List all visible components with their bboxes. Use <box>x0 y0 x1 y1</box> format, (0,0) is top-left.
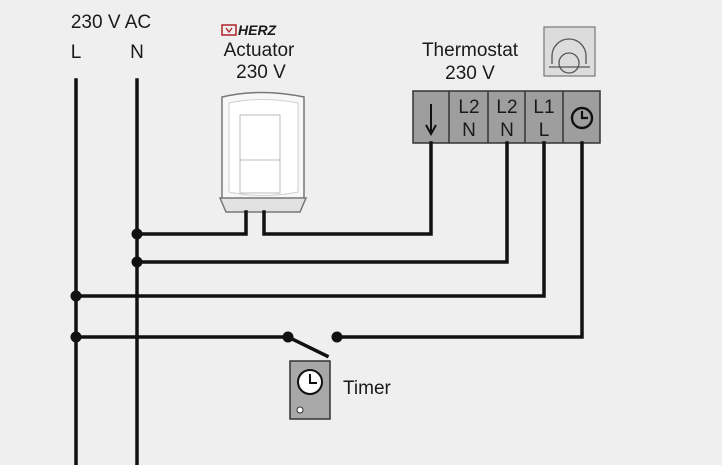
line-timer-junction <box>70 331 82 343</box>
timer-device-icon <box>289 360 331 420</box>
terminal-3-top: L1 <box>533 97 554 118</box>
timer-switch-blade <box>285 334 330 359</box>
neutral-junction <box>131 256 143 268</box>
neutral-to-thermostat-wire <box>135 141 509 264</box>
terminal-1-top: L2 <box>458 97 479 118</box>
thermostat-terminal-block: L2 N L2 N L1 L <box>412 90 601 144</box>
actuator-neutral-junction <box>131 228 143 240</box>
actuator-wire-control <box>262 141 433 236</box>
thermostat-voltage: 230 V <box>445 63 495 84</box>
arrow-down-icon <box>425 104 437 137</box>
line-label: L <box>71 42 82 63</box>
timer-to-thermostat-wire <box>335 141 584 339</box>
terminal-2-top: L2 <box>496 97 517 118</box>
thermostat-device-icon <box>543 26 596 77</box>
svg-text:HERZ: HERZ <box>238 22 277 38</box>
herz-logo: HERZ <box>221 22 277 38</box>
terminal-3-bottom: L <box>539 120 550 141</box>
clock-icon <box>570 106 594 130</box>
timer-label: Timer <box>343 378 392 399</box>
terminal-1-bottom: N <box>462 120 476 141</box>
supply-voltage-label: 230 V AC <box>71 12 151 33</box>
line-to-thermostat-wire <box>74 141 546 298</box>
actuator-wire-neutral <box>135 210 248 236</box>
thermostat-name: Thermostat <box>422 40 519 61</box>
actuator-icon <box>218 91 308 213</box>
terminal-2-bottom: N <box>500 120 514 141</box>
line-junction <box>70 290 82 302</box>
actuator-name: Actuator <box>224 40 295 61</box>
actuator-voltage: 230 V <box>236 62 286 83</box>
neutral-label: N <box>130 42 144 63</box>
